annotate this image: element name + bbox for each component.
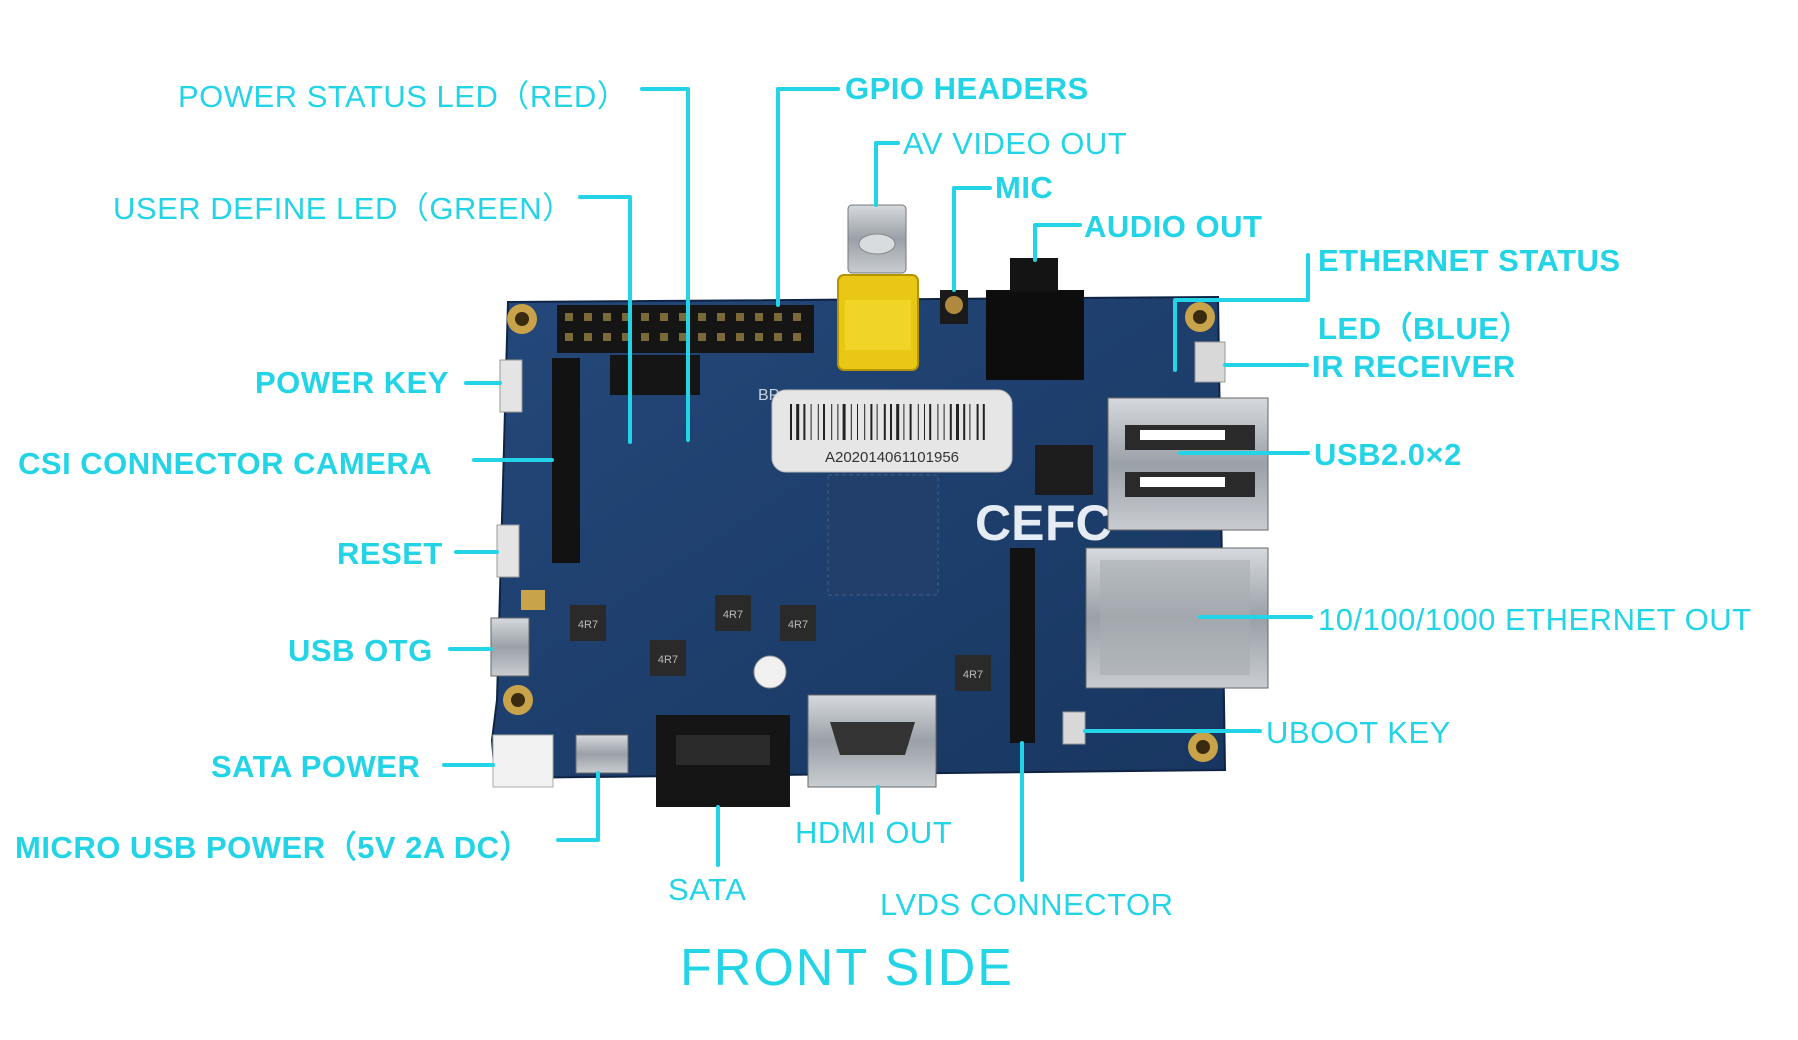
inductor: 4R7 [955,655,991,691]
gpio-pin [736,313,744,321]
svg-text:BP: BP [758,387,779,404]
gpio-pin [660,333,668,341]
ce-mark: CE [975,495,1044,551]
label-power-key: POWER KEY [255,365,449,400]
gpio-pin [622,333,630,341]
label-usb2: USB2.0×2 [1314,437,1462,472]
label-micro-usb-power: MICRO USB POWER（5V 2A DC） [15,830,532,865]
leader-line [874,141,900,207]
leader-line [776,87,840,307]
label-sata: SATA [668,872,747,907]
label-uboot-key: UBOOT KEY [1266,715,1451,750]
micro-usb-power-port [575,734,629,774]
gpio-pin [584,333,592,341]
gpio-pin [622,313,630,321]
label-usb-otg: USB OTG [288,633,433,668]
inductor-mark: 4R7 [788,619,808,631]
label-ethernet-out: 10/100/1000 ETHERNET OUT [1318,602,1752,637]
capacitor-gold [521,590,545,610]
label-power-status-led: POWER STATUS LED（RED） [178,79,629,114]
label-csi-connector: CSI CONNECTOR CAMERA [18,446,433,481]
gpio-pin [793,313,801,321]
mic-jack [940,290,968,324]
leader-lines [442,87,1313,882]
gpio-pin [698,313,706,321]
inductor: 4R7 [780,605,816,641]
gpio-pin [641,333,649,341]
gpio-pin [603,313,611,321]
gpio-pin [679,333,687,341]
leader-line [578,195,632,444]
label-ethernet-status: ETHERNET STATUS [1318,243,1621,278]
gpio-pin [774,333,782,341]
audio-jack [986,258,1084,380]
inductor: 4R7 [570,605,606,641]
label-gpio-headers: GPIO HEADERS [845,71,1089,106]
gpio-pin [793,333,801,341]
capacitor [753,655,787,689]
gpio-pin [736,333,744,341]
gpio-pin [641,313,649,321]
ram-area [827,474,939,596]
hdmi-port [807,694,937,788]
inductor-mark: 4R7 [963,669,983,681]
inductor: 4R7 [715,595,751,631]
reset-switch [496,524,520,578]
label-av-video-out: AV VIDEO OUT [903,126,1128,161]
inductor-mark: 4R7 [723,609,743,621]
inductor-mark: 4R7 [658,654,678,666]
gpio-pin [660,313,668,321]
csi-connector [552,358,580,563]
leader-line [952,186,992,292]
sticker-text: A202014061101956 [825,449,959,466]
label-ethernet-status-led: LED（BLUE） [1318,311,1531,346]
label-hdmi-out: HDMI OUT [795,815,953,850]
label-ir-receiver: IR RECEIVER [1312,349,1516,384]
barcode-sticker: A202014061101956 BP [758,387,1013,473]
gpio-pin [774,313,782,321]
gpio-pin [565,333,573,341]
label-audio-out: AUDIO OUT [1084,209,1263,244]
label-sata-power: SATA POWER [211,749,421,784]
lvds-connector [1010,548,1035,743]
leader-line [556,771,600,842]
inductor: 4R7 [650,640,686,676]
usb-host-ports [1107,397,1269,531]
inductors: 4R7 4R7 4R7 4R7 4R7 [570,595,991,691]
gpio-pin [603,333,611,341]
gpio-pin [698,333,706,341]
rca-av-jack [837,204,919,371]
leader-line [640,87,690,442]
label-reset: RESET [337,536,443,571]
fcc-mark: FC [1045,495,1112,551]
diagram-title: FRONT SIDE [680,939,1014,997]
sata-connector [656,715,790,807]
gpio-pin [755,333,763,341]
gpio-header [557,305,814,395]
label-user-define-led: USER DEFINE LED（GREEN） [113,191,574,226]
gpio-pin [584,313,592,321]
gpio-pin [565,313,573,321]
gpio-pin [679,313,687,321]
gpio-pin [717,313,725,321]
leader-line [1033,223,1082,262]
inductor-mark: 4R7 [578,619,598,631]
gpio-pin [755,313,763,321]
sata-power-connector [492,734,554,788]
label-mic: MIC [995,170,1054,205]
power-key-switch [499,359,523,413]
ir-receiver [1194,341,1226,383]
leader-line [1173,253,1310,372]
usb-otg-port [490,617,530,677]
label-lvds-connector: LVDS CONNECTOR [880,887,1174,922]
gpio-pin [717,333,725,341]
uboot-key-switch [1062,711,1086,745]
cpu-chip [1035,445,1093,495]
